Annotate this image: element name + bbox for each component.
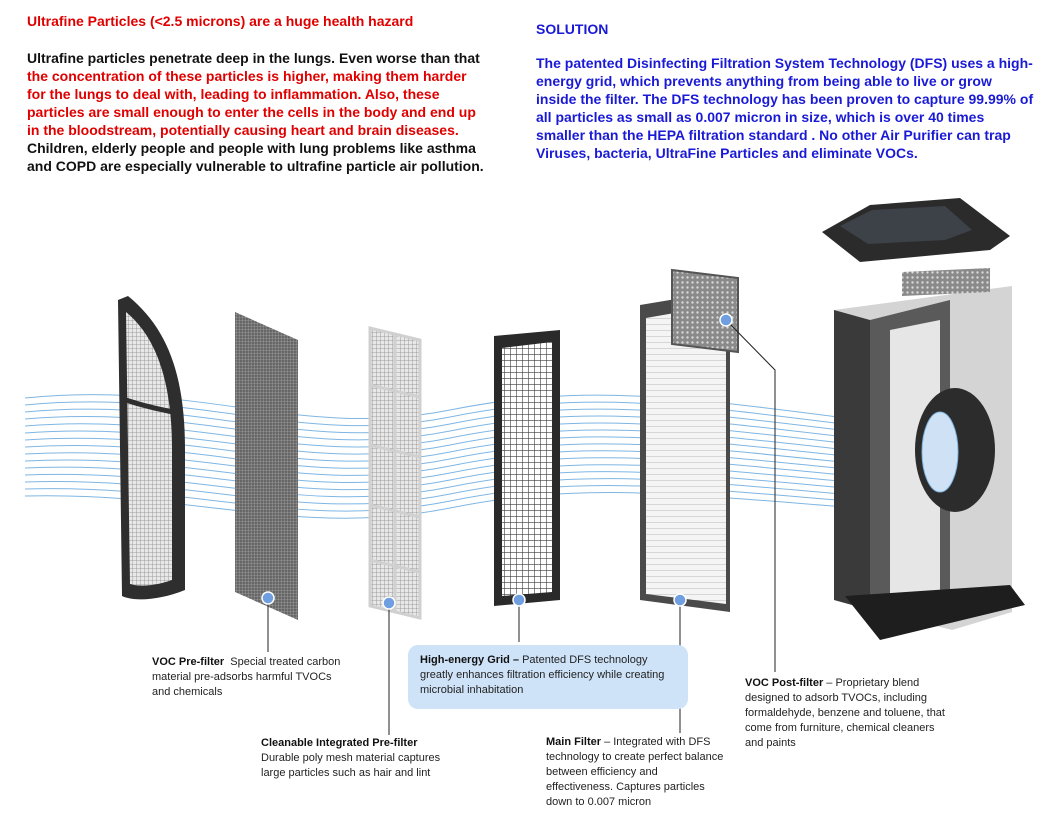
hazard-text-1: Ultrafine particles penetrate deep in th… [27, 50, 480, 66]
high-energy-grid-frame [494, 330, 560, 606]
caption-main-title: Main Filter [546, 736, 602, 748]
caption-voc-post-title: VOC Post-filter [745, 677, 824, 689]
caption-hegrid-title: High-energy Grid – [420, 654, 520, 666]
caption-main-filter: Main Filter – Integrated with DFS techno… [546, 735, 726, 810]
caption-cleanable-text: Durable poly mesh material captures larg… [261, 752, 441, 779]
purifier-housing [822, 198, 1025, 640]
marker-high-energy-grid [512, 593, 526, 607]
voc-prefilter-panel [118, 296, 185, 600]
caption-cleanable-title: Cleanable Integrated Pre-filter [261, 737, 418, 749]
caption-voc-postfilter: VOC Post-filter – Proprietary blend desi… [745, 676, 945, 751]
hazard-title: Ultrafine Particles (<2.5 microns) are a… [27, 13, 414, 29]
hazard-paragraph: Ultrafine particles penetrate deep in th… [27, 49, 487, 175]
marker-voc-postfilter [719, 313, 733, 327]
hazard-text-red: the concentration of these particles is … [27, 68, 476, 138]
carbon-sheet [235, 312, 298, 620]
solution-title: SOLUTION [536, 21, 609, 37]
cleanable-prefilter-frame [368, 326, 422, 620]
caption-main-text: – Integrated with DFS technology to crea… [546, 736, 724, 808]
solution-paragraph: The patented Disinfecting Filtration Sys… [536, 55, 1034, 161]
caption-voc-prefilter: VOC Pre-filter Special treated carbon ma… [152, 655, 342, 700]
marker-cleanable-prefilter [382, 596, 396, 610]
marker-main-filter [673, 593, 687, 607]
caption-voc-prefilter-text: Special treated carbon material pre-adso… [152, 656, 341, 698]
callout-markers [261, 313, 733, 610]
caption-voc-prefilter-title: VOC Pre-filter [152, 656, 225, 668]
caption-hegrid-text: Patented DFS technology greatly enhances… [420, 654, 665, 696]
caption-high-energy-grid: High-energy Grid – Patented DFS technolo… [408, 645, 688, 709]
caption-voc-post-text: – Proprietary blend designed to adsorb T… [745, 677, 945, 749]
main-filter-block [640, 268, 739, 612]
marker-voc-prefilter [261, 591, 275, 605]
hazard-text-2: Children, elderly people and people with… [27, 140, 484, 174]
